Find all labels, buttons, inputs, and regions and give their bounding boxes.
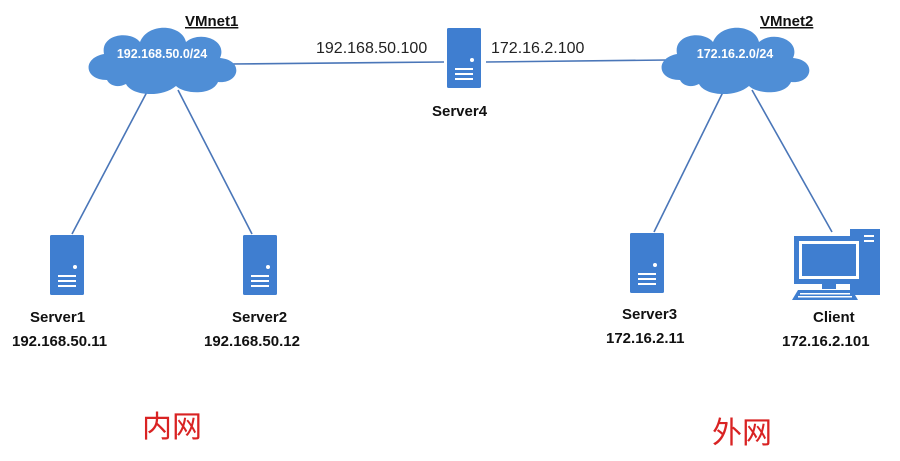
vmnet1-label: VMnet1	[185, 13, 238, 30]
link-vmnet1-server1	[71, 89, 149, 235]
server4-ip-left: 192.168.50.100	[316, 40, 427, 57]
server4-server-icon	[447, 28, 481, 88]
client-name: Client	[813, 309, 855, 326]
server3-ip: 172.16.2.11	[606, 330, 684, 347]
server2-ip: 192.168.50.12	[204, 333, 300, 350]
link-vmnet1-server4	[229, 61, 445, 65]
link-vmnet2-client	[751, 89, 833, 233]
server1-ip: 192.168.50.11	[12, 333, 107, 350]
server2-server-icon	[243, 235, 277, 295]
vmnet1-cloud: 192.168.50.0/24	[88, 27, 237, 95]
server1-name: Server1	[30, 309, 85, 326]
client-desktop-computer-icon	[792, 229, 880, 300]
vmnet2-label: VMnet2	[760, 13, 813, 30]
zone-label-outer: 外网	[712, 416, 772, 451]
vmnet2-cloud: 172.16.2.0/24	[661, 27, 810, 95]
server3-name: Server3	[622, 306, 677, 323]
link-vmnet2-server3	[653, 89, 725, 233]
client-ip: 172.16.2.101	[782, 333, 870, 350]
vmnet2-subnet: 172.16.2.0/24	[697, 47, 774, 61]
server4-name: Server4	[432, 103, 488, 120]
zone-label-inner: 内网	[142, 410, 202, 445]
link-vmnet1-server2	[177, 89, 253, 235]
server4-ip-right: 172.16.2.100	[491, 40, 585, 57]
link-server4-vmnet2	[485, 59, 669, 63]
vmnet1-subnet: 192.168.50.0/24	[117, 47, 207, 61]
server3-server-icon	[630, 233, 664, 293]
server1-server-icon	[50, 235, 84, 295]
server2-name: Server2	[232, 309, 287, 326]
